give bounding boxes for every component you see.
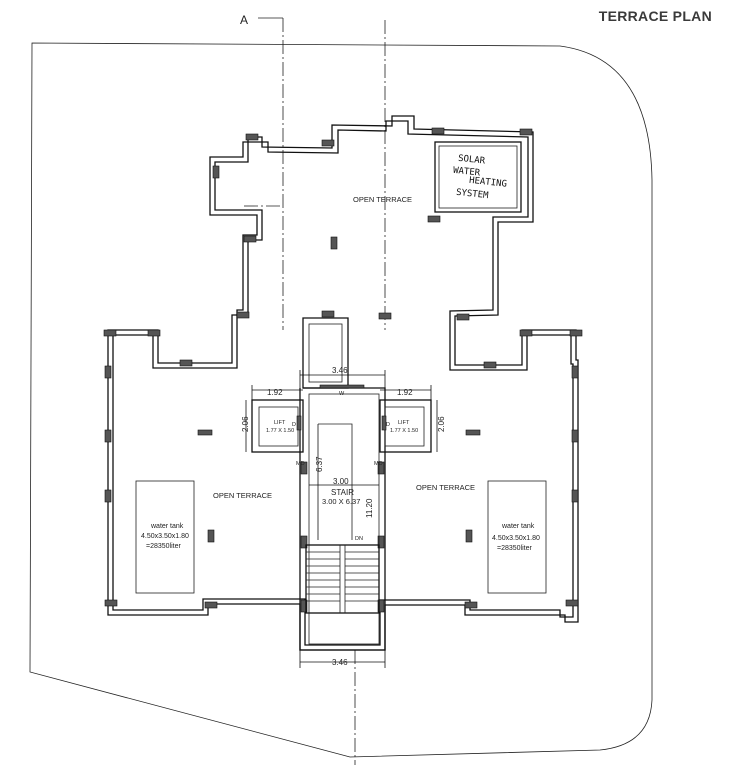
drawing-line [243,235,257,243]
drawing-line [384,406,425,447]
drawing-line [179,359,193,367]
lift-left-name: LIFT [274,420,286,426]
open-terrace-right-label: OPEN TERRACE [416,483,475,492]
dim-stair-height: 6.37 [315,456,324,472]
md-left-label: MD [296,461,305,467]
site-boundary [29,42,653,758]
drawing-line [438,145,518,209]
section-marker: A [240,13,248,27]
tank-left-volume: =28350liter [146,543,182,550]
drawing-line [565,599,579,607]
solar-line-2: WATER [453,166,482,179]
drawing-line [300,461,308,475]
water-tank-left [135,480,195,594]
drawing-line [245,133,259,141]
tank-left-name: water tank [150,523,184,530]
lift-right-name: LIFT [398,420,410,426]
dim-stair-width: 3.00 [333,477,349,486]
lift-left-size: 1.77 X 1.50 [266,428,294,434]
drawing-line [377,461,385,475]
drawing-line [112,120,574,646]
drawing-line [207,529,215,543]
drawing-line [381,415,387,431]
drawing-line [104,489,112,503]
open-terrace-left-label: OPEN TERRACE [213,491,272,500]
dim-bottom-width: 3.46 [332,658,348,667]
dim-lift-left-width: 1.92 [267,388,283,397]
door-left-label: D [292,422,296,428]
drawing-line [308,393,380,645]
drawing-line [465,429,481,436]
lift-right-size: 1.77 X 1.50 [390,428,418,434]
drawing-line [305,544,380,614]
stair-down-label: DN [355,536,363,542]
drawing-line [569,329,583,337]
drawing-line [296,415,302,431]
drawing-line [378,312,392,320]
drawing-line [103,329,117,337]
drawing-line [571,429,579,443]
stair-size-label: 3.00 X 6.37 [322,497,360,506]
tank-left-size: 4.50x3.50x1.80 [141,533,189,540]
tank-right-size: 4.50x3.50x1.80 [492,535,540,542]
drawing-line [571,365,579,379]
stair-label: STAIR [331,488,354,497]
drawing-line [300,599,308,613]
dim-lift-left-height: 2.06 [241,416,250,432]
solar-box [434,141,522,213]
drawing-line [318,423,353,540]
stair-core-wall [302,317,349,389]
drawing-line [377,599,385,613]
drawing-line [300,535,308,549]
page-title: TERRACE PLAN [598,8,712,24]
tank-right-name: water tank [501,523,535,530]
dim-top-width: 3.46 [332,366,348,375]
drawing-line [299,387,386,651]
drawing-line [456,313,470,321]
drawing-line [197,429,213,436]
drawing-line [104,599,118,607]
drawing-line [212,165,220,179]
drawing-line [308,323,343,383]
drawing-line [483,361,497,369]
drawing-line [330,236,338,250]
drawing-line [104,429,112,443]
center-line [354,20,386,765]
drawing-line [321,139,335,147]
columns [103,127,583,613]
drawing-line [427,215,441,223]
drawing-line [519,128,533,136]
drawing-line [464,601,478,609]
dim-lift-right-height: 2.06 [437,416,446,432]
md-right-label: MD [374,461,383,467]
drawing-line [204,601,218,609]
open-terrace-top-label: OPEN TERRACE [353,195,412,204]
drawing-line [571,489,579,503]
top-wing-wall [107,115,579,651]
lift-left-wall [251,399,304,453]
drawing-line [319,384,365,389]
drawing-line [519,329,533,337]
solar-line-1: SOLAR [458,154,487,167]
drawing-line [147,329,161,337]
drawing-line [465,529,473,543]
drawing-line [236,311,250,319]
tank-right-volume: =28350liter [497,545,533,552]
dim-lift-right-width: 1.92 [397,388,413,397]
drawing-line [431,127,445,135]
solar-line-4: SYSTEM [456,188,490,201]
stair-treads [305,544,380,614]
drawing-line [321,310,335,318]
water-tank-right [487,480,547,594]
drawing-line [104,365,112,379]
door-right-label: D [386,422,390,428]
window-label: W [339,391,345,397]
dimensions: 3.46 1.92 1.92 2.06 2.06 6.37 3.00 11.20… [241,366,446,668]
drawing-line [377,535,385,549]
dim-core-height: 11.20 [365,498,374,518]
lift-right-wall [379,399,432,453]
solar-line-3: HEATING [469,176,508,190]
